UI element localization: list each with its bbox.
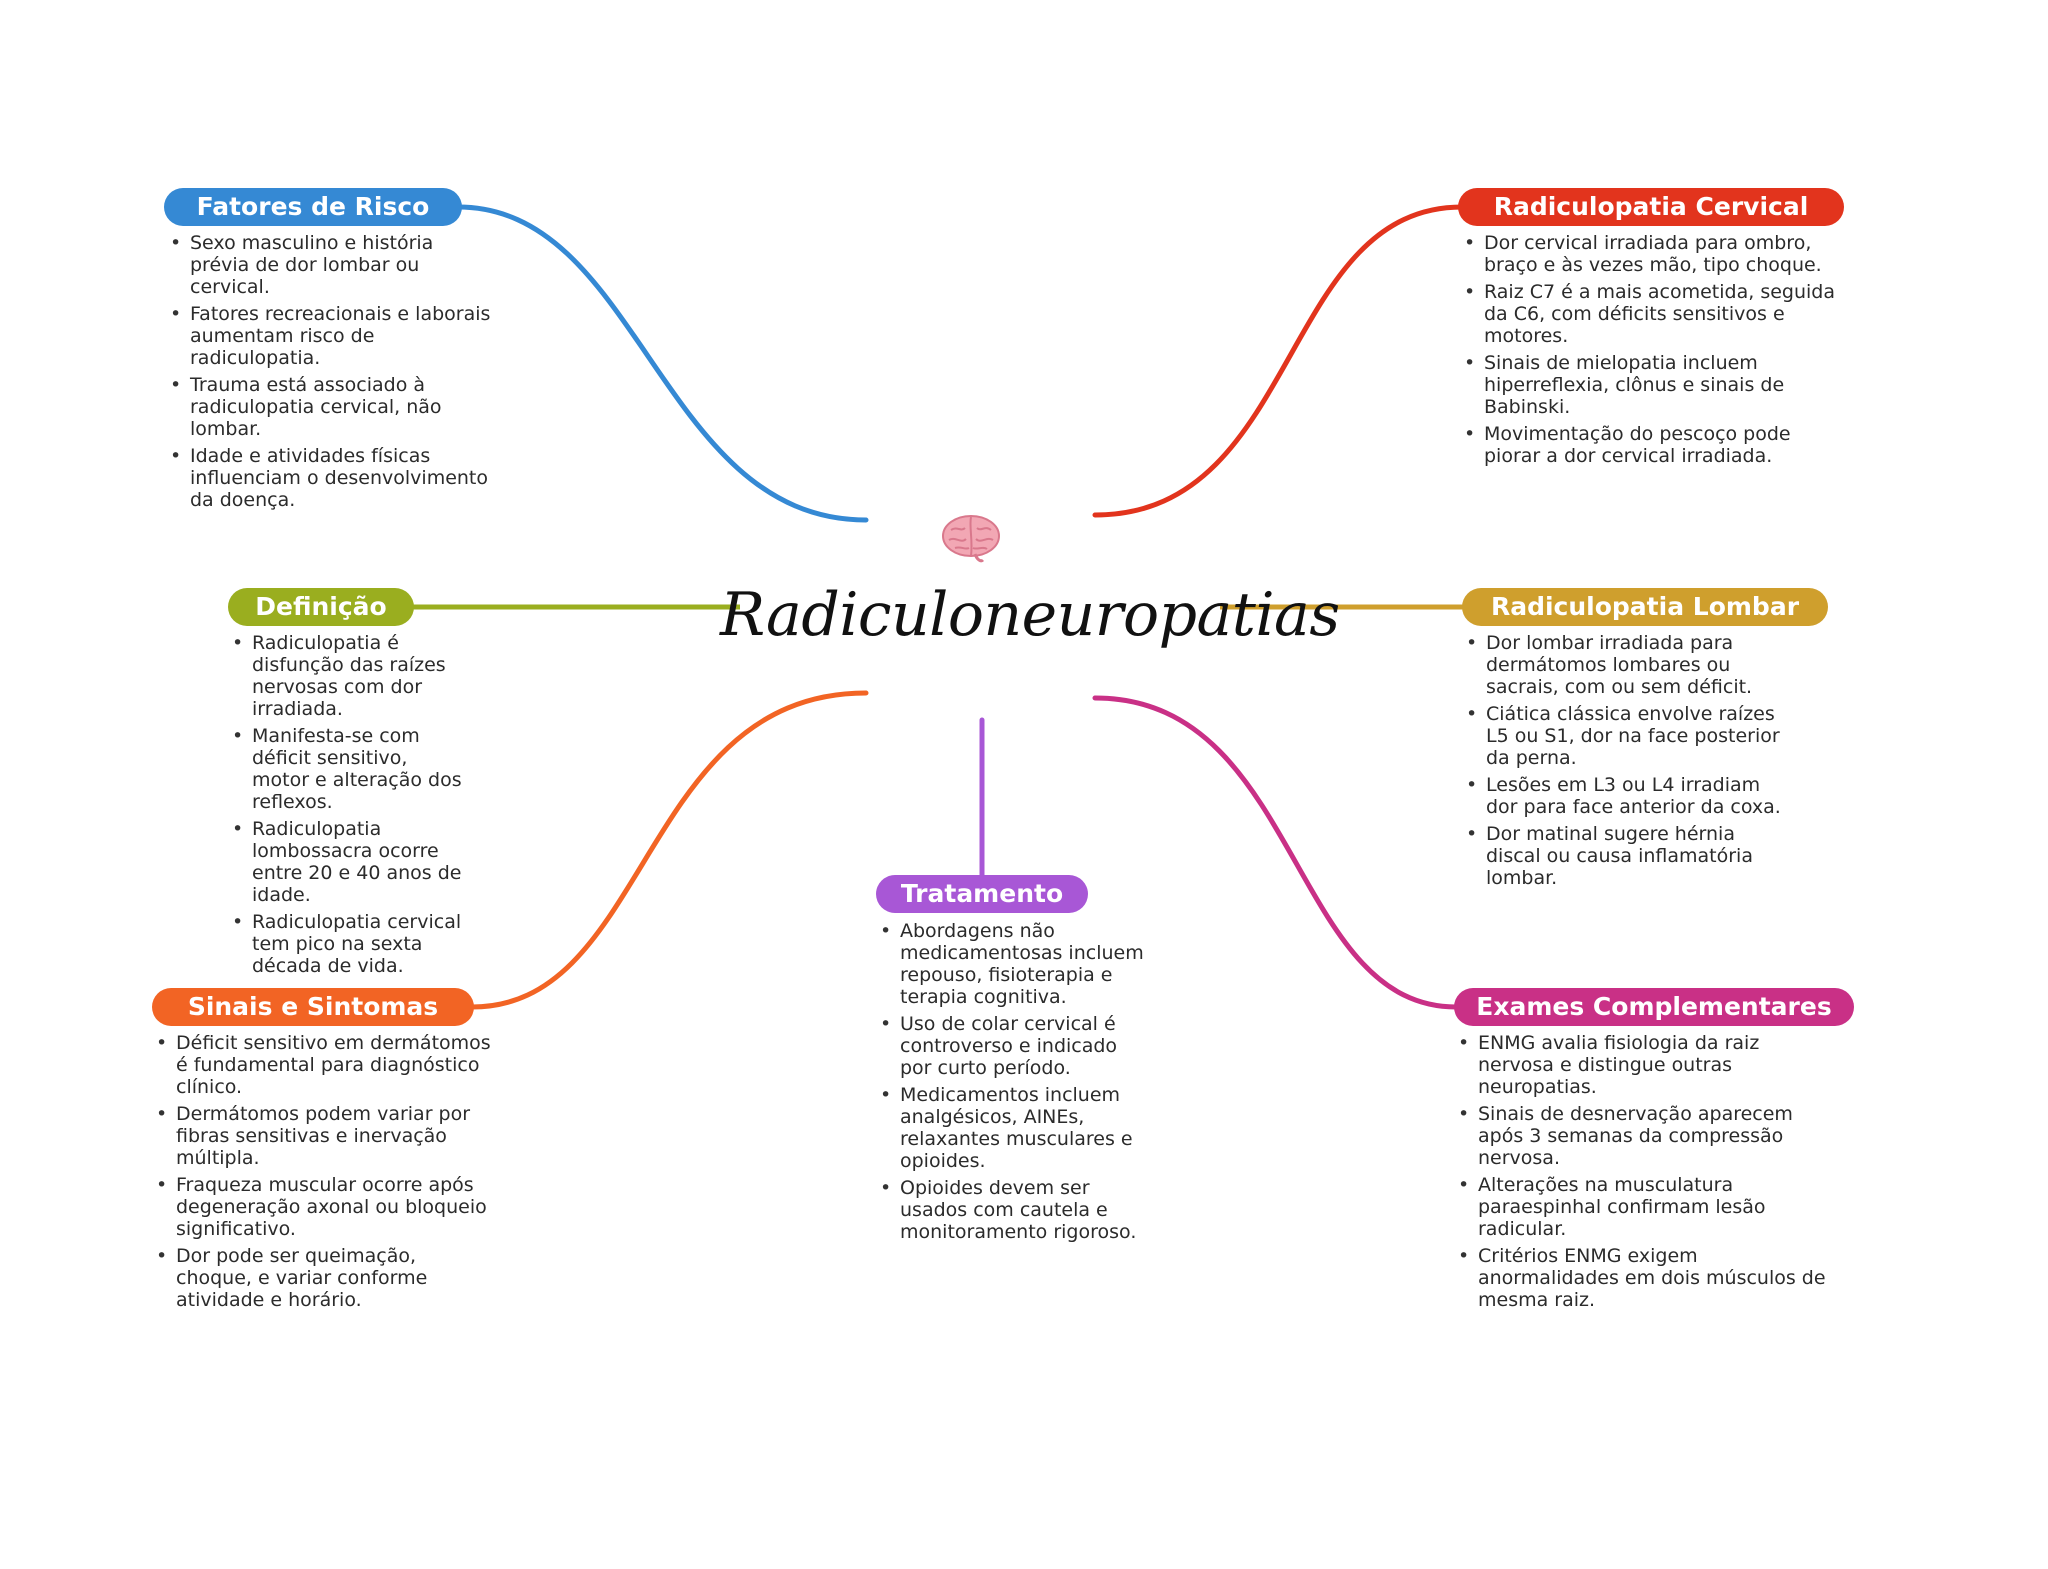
connector-cervical [1092, 204, 1465, 518]
branch-title-exames: Exames Complementares [1454, 988, 1854, 1026]
list-item: Radiculopatia lombossacra ocorre entre 2… [228, 818, 468, 906]
list-item: ENMG avalia fisiologia da raiz nervosa e… [1454, 1032, 1834, 1098]
connector-exames [1092, 695, 1459, 1010]
branch-list-tratamento: Abordagens não medicamentosas incluem re… [876, 920, 1146, 1248]
list-item: Radiculopatia cervical tem pico na sexta… [228, 911, 468, 977]
list-item: Dermátomos podem variar por fibras sensi… [152, 1103, 492, 1169]
branch-title-sinais: Sinais e Sintomas [152, 988, 474, 1026]
branch-list-cervical: Dor cervical irradiada para ombro, braço… [1460, 232, 1840, 472]
list-item: Opioides devem ser usados com cautela e … [876, 1177, 1146, 1243]
list-item: Ciática clássica envolve raízes L5 ou S1… [1462, 703, 1792, 769]
list-item: Sexo masculino e história prévia de dor … [166, 232, 496, 298]
branch-list-fatores: Sexo masculino e história prévia de dor … [166, 232, 496, 516]
central-title-background [740, 590, 1220, 650]
list-item: Medicamentos incluem analgésicos, AINEs,… [876, 1084, 1146, 1172]
branch-list-lombar: Dor lombar irradiada para dermátomos lom… [1462, 632, 1792, 894]
list-item: Manifesta-se com déficit sensitivo, moto… [228, 725, 468, 813]
list-item: Lesões em L3 ou L4 irradiam dor para fac… [1462, 774, 1792, 818]
branch-title-lombar: Radiculopatia Lombar [1462, 588, 1828, 626]
connector-fatores [455, 204, 869, 523]
list-item: Critérios ENMG exigem anormalidades em d… [1454, 1245, 1834, 1311]
list-item: Dor pode ser queimação, choque, e variar… [152, 1245, 492, 1311]
list-item: Radiculopatia é disfunção das raízes ner… [228, 632, 468, 720]
list-item: Trauma está associado à radiculopatia ce… [166, 374, 496, 440]
branch-list-definicao: Radiculopatia é disfunção das raízes ner… [228, 632, 468, 982]
list-item: Idade e atividades físicas influenciam o… [166, 445, 496, 511]
branch-list-sinais: Déficit sensitivo em dermátomos é fundam… [152, 1032, 492, 1316]
list-item: Dor cervical irradiada para ombro, braço… [1460, 232, 1840, 276]
brain-icon [942, 515, 1000, 563]
list-item: Raiz C7 é a mais acometida, seguida da C… [1460, 281, 1840, 347]
list-item: Sinais de mielopatia incluem hiperreflex… [1460, 352, 1840, 418]
list-item: Dor lombar irradiada para dermátomos lom… [1462, 632, 1792, 698]
connector-sinais [469, 690, 869, 1010]
list-item: Abordagens não medicamentosas incluem re… [876, 920, 1146, 1008]
branch-title-cervical: Radiculopatia Cervical [1458, 188, 1844, 226]
list-item: Uso de colar cervical é controverso e in… [876, 1013, 1146, 1079]
list-item: Fatores recreacionais e laborais aumenta… [166, 303, 496, 369]
list-item: Fraqueza muscular ocorre após degeneraçã… [152, 1174, 492, 1240]
list-item: Sinais de desnervação aparecem após 3 se… [1454, 1103, 1834, 1169]
branch-title-fatores: Fatores de Risco [164, 188, 462, 226]
list-item: Movimentação do pescoço pode piorar a do… [1460, 423, 1840, 467]
list-item: Dor matinal sugere hérnia discal ou caus… [1462, 823, 1792, 889]
list-item: Alterações na musculatura paraespinhal c… [1454, 1174, 1834, 1240]
branch-list-exames: ENMG avalia fisiologia da raiz nervosa e… [1454, 1032, 1834, 1316]
branch-title-tratamento: Tratamento [876, 875, 1088, 913]
branch-title-definicao: Definição [228, 588, 414, 626]
list-item: Déficit sensitivo em dermátomos é fundam… [152, 1032, 492, 1098]
central-title: Radiculoneuropatias [720, 580, 1340, 650]
